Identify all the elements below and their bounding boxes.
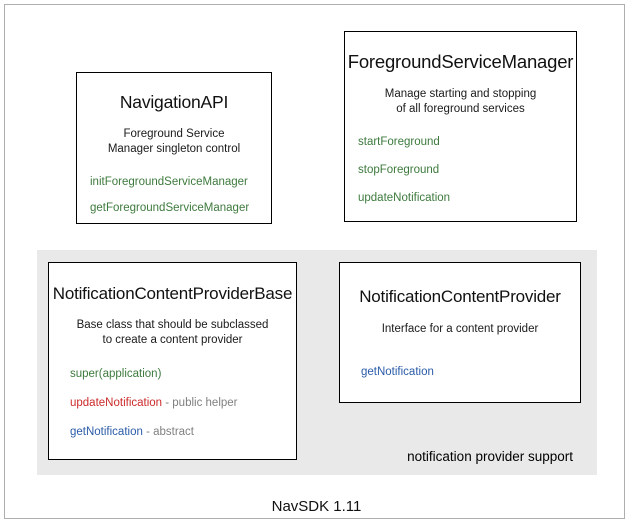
group-region-label: notification provider support <box>407 449 573 464</box>
class-box-title: NotificationContentProviderBase <box>52 284 293 303</box>
class-box-description: Foreground Service Manager singleton con… <box>107 128 241 155</box>
class-member-name: updateNotification <box>70 397 163 410</box>
class-box-member-list: getNotification <box>340 366 580 380</box>
class-member-name: super(application) <box>70 368 162 381</box>
class-box-title: NotificationContentProvider <box>359 287 561 306</box>
class-box-title: NavigationAPI <box>119 92 229 112</box>
class-box-member-list: super(application) updateNotification - … <box>49 368 296 439</box>
class-box-notification-content-provider[interactable]: NotificationContentProvider Interface fo… <box>339 262 581 403</box>
footer-caption: NavSDK 1.11 <box>271 498 362 515</box>
class-member-note: - abstract <box>142 426 195 439</box>
class-box-description: Interface for a content provider <box>381 323 539 335</box>
class-box-description: Base class that should be subclassed to … <box>76 319 269 346</box>
class-member[interactable]: getNotification <box>361 366 580 380</box>
class-member-note: - public helper <box>162 397 238 410</box>
class-member-name: getNotification <box>70 426 143 439</box>
class-box-member-list: initForegroundServiceManager getForegrou… <box>77 176 271 216</box>
class-member[interactable]: updateNotification - public helper <box>70 397 296 411</box>
class-member[interactable]: startForeground <box>358 136 576 150</box>
class-member-name: stopForeground <box>358 164 440 177</box>
class-member[interactable]: getForegroundServiceManager <box>90 202 271 216</box>
class-box-foreground-service-manager[interactable]: ForegroundServiceManager Manage starting… <box>344 31 577 222</box>
class-box-description: Manage starting and stopping of all fore… <box>384 88 537 115</box>
class-member[interactable]: updateNotification <box>358 192 576 206</box>
class-member-name: getForegroundServiceManager <box>90 202 250 215</box>
class-box-notification-content-provider-base[interactable]: NotificationContentProviderBase Base cla… <box>48 262 297 460</box>
class-member-name: initForegroundServiceManager <box>90 176 248 189</box>
class-member-name: getNotification <box>361 365 434 378</box>
class-member[interactable]: getNotification - abstract <box>70 426 296 440</box>
class-box-member-list: startForeground stopForeground updateNot… <box>345 136 576 205</box>
class-member-name: updateNotification <box>358 192 451 205</box>
class-member[interactable]: initForegroundServiceManager <box>90 176 271 190</box>
class-member[interactable]: super(application) <box>70 368 296 382</box>
class-box-navigation-api[interactable]: NavigationAPI Foreground Service Manager… <box>76 72 272 224</box>
class-member-name: startForeground <box>358 136 440 149</box>
class-member[interactable]: stopForeground <box>358 164 576 178</box>
class-box-title: ForegroundServiceManager <box>347 51 574 72</box>
